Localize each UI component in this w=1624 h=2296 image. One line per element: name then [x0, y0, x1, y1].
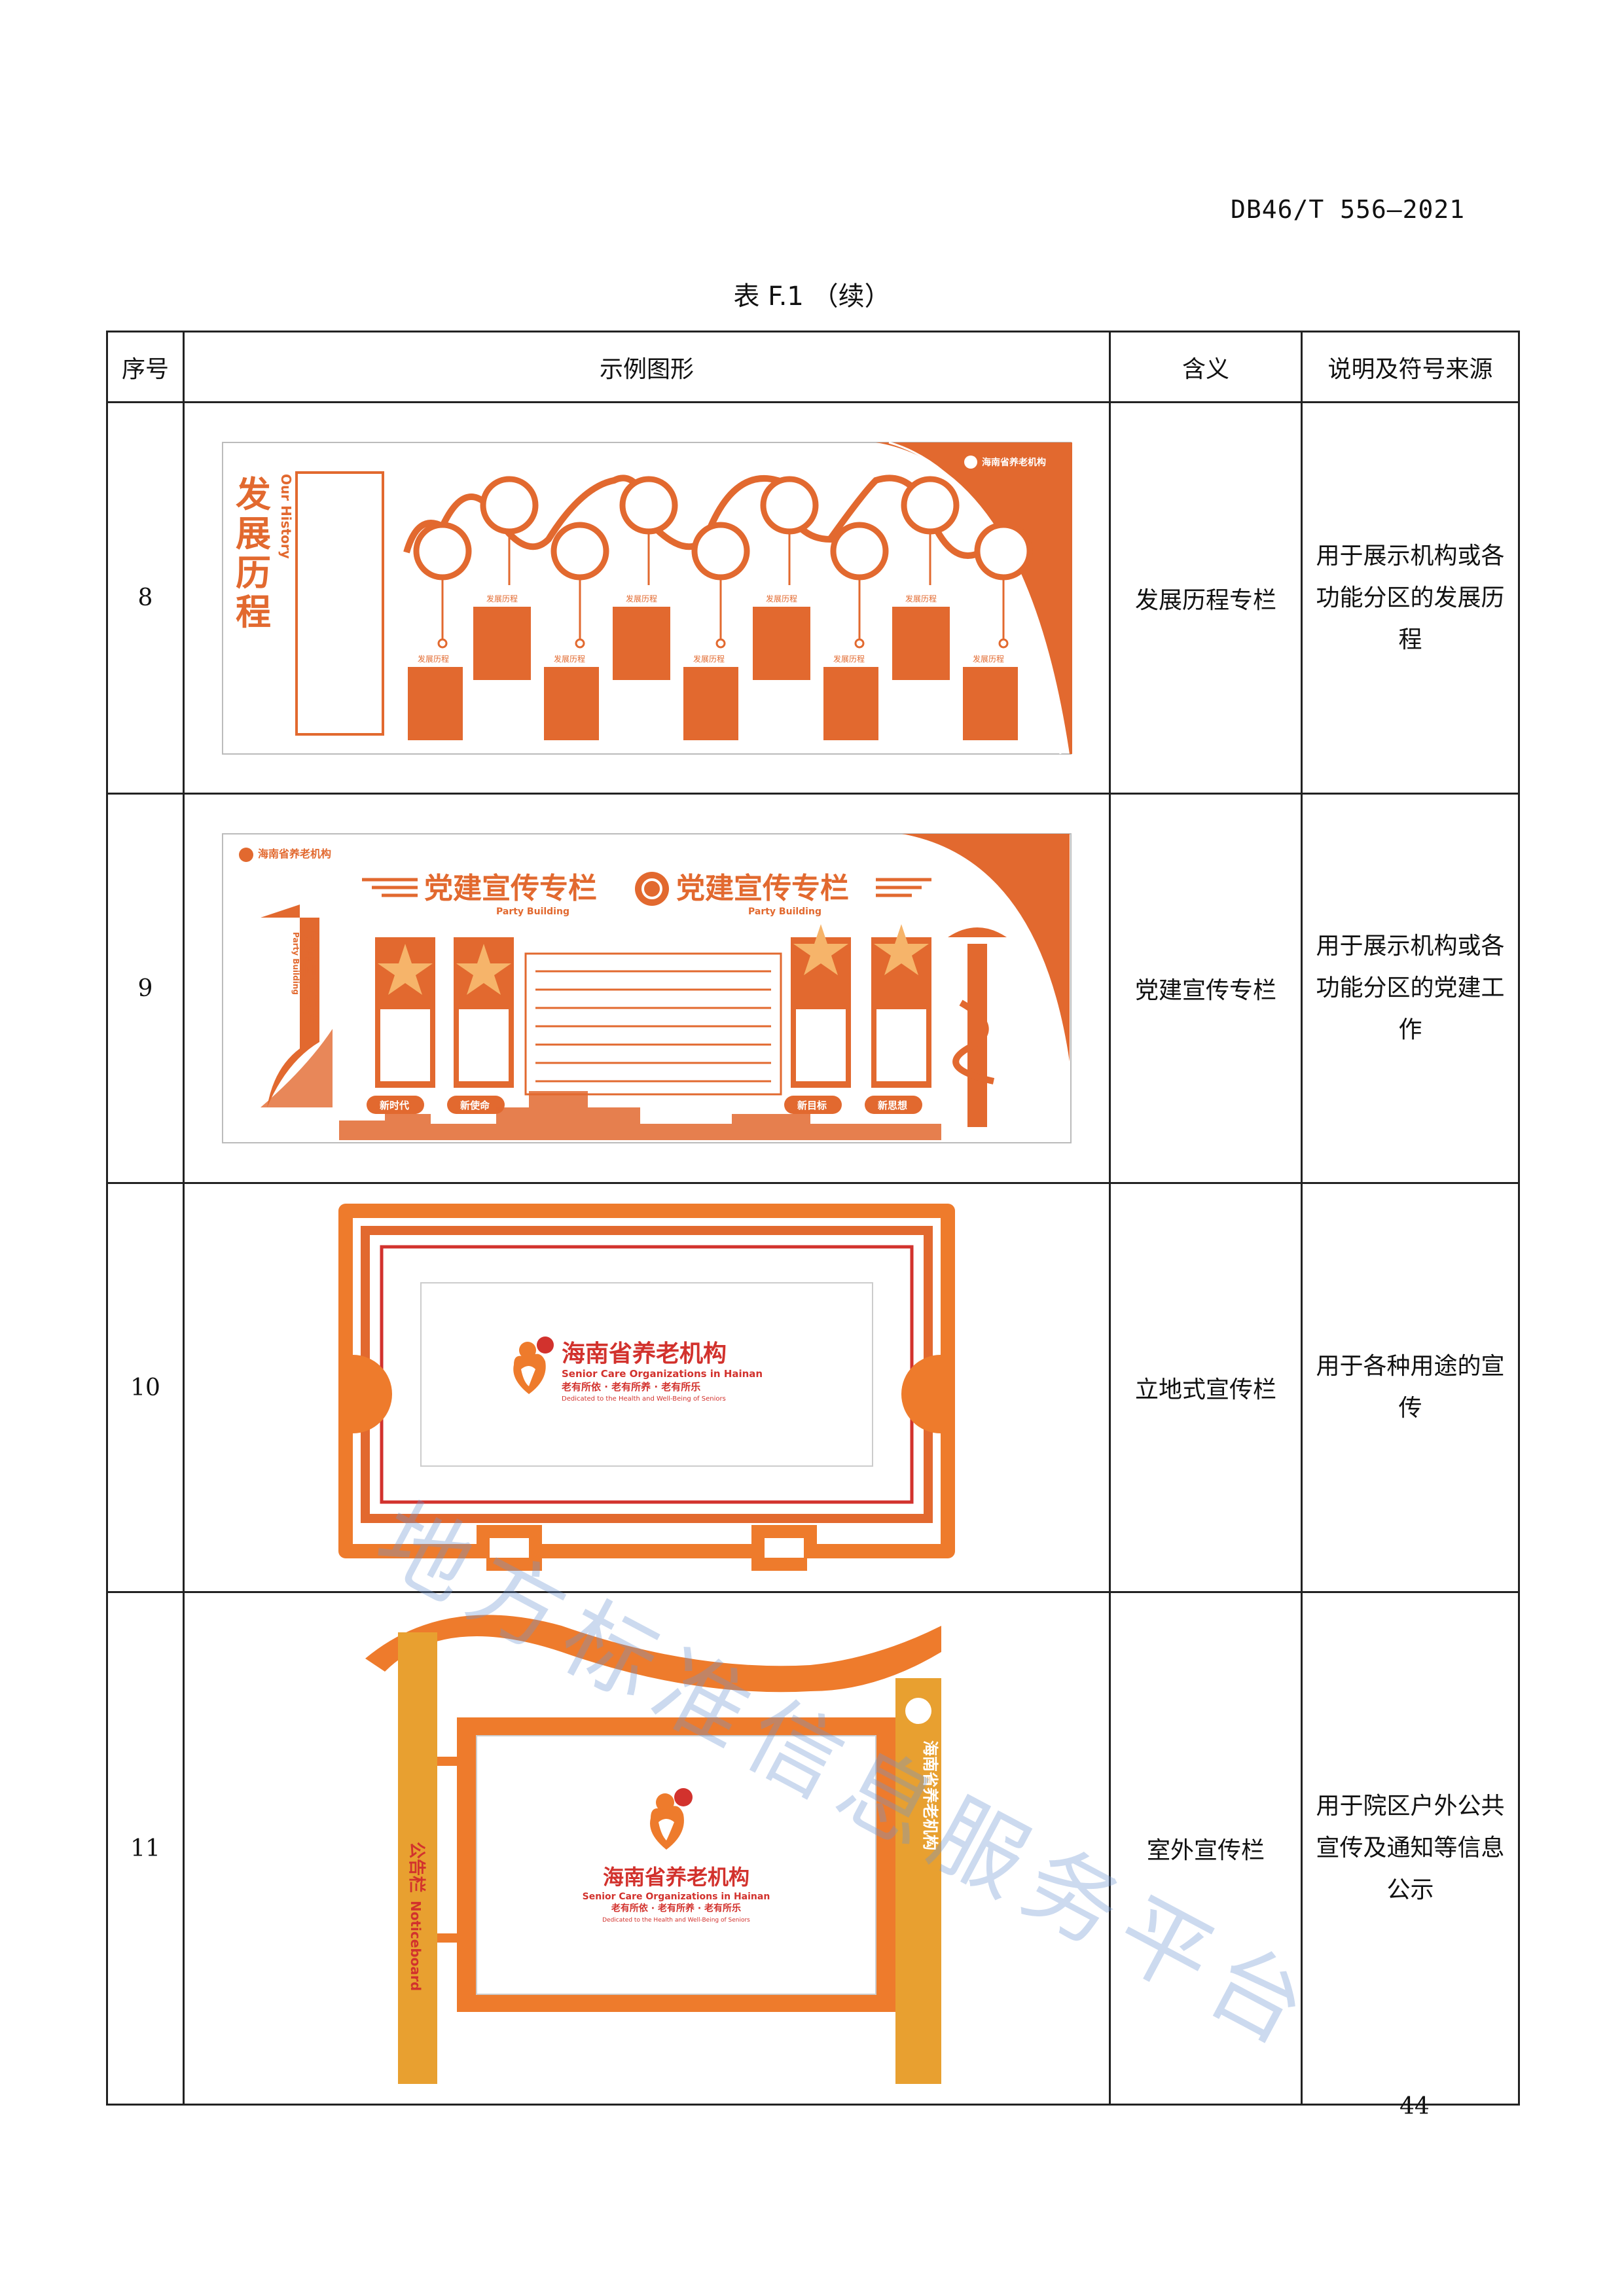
party-tag: 新目标: [797, 1100, 827, 1111]
symbol-table: 序号 示例图形 含义 说明及符号来源 8 发 展 历 程 Our History: [106, 331, 1520, 2106]
table-header-row: 序号 示例图形 含义 说明及符号来源: [106, 331, 1520, 403]
row-number: 11: [106, 1591, 185, 2106]
logo-slogan: 老有所依 · 老有所养 · 老有所乐: [561, 1381, 700, 1393]
document-code: DB46/T 556—2021: [1231, 195, 1466, 224]
vertical-title-char: 程: [236, 592, 271, 633]
row-number: 9: [106, 793, 185, 1184]
logo-title: 海南省养老机构: [603, 1865, 749, 1890]
row-meaning: 党建宣传专栏: [1109, 793, 1303, 1184]
row-description: 用于院区户外公共宣传及通知等信息公示: [1301, 1591, 1520, 2106]
logo-tagline: Dedicated to the Health and Well-Being o…: [602, 1917, 750, 1924]
table-title: 表 F.1 （续）: [733, 281, 891, 312]
vertical-english: Party Building: [291, 932, 300, 995]
history-label: 发展历程: [905, 594, 937, 603]
noticeboard-english: Noticeboard: [408, 1901, 424, 1991]
banner-english: Party Building: [748, 906, 821, 917]
history-label: 发展历程: [554, 654, 585, 664]
vertical-title: 党建宣传专栏: [301, 931, 319, 1025]
right-post-title: 海南省养老机构: [921, 1740, 939, 1850]
party-tag: 新时代: [380, 1100, 409, 1111]
row-description: 用于各种用途的宣传: [1301, 1182, 1520, 1593]
figure-cell: 海南省养老机构 党建宣传专栏 Party Building 党建宣传专栏 Par…: [183, 793, 1111, 1184]
standing-board-figure: 海南省养老机构 Senior Care Organizations in Hai…: [338, 1204, 955, 1571]
vertical-title-char: 展: [236, 513, 271, 554]
party-board-figure: 海南省养老机构 党建宣传专栏 Party Building 党建宣传专栏 Par…: [222, 833, 1072, 1143]
figure-cell: 海南省养老机构 Senior Care Organizations in Hai…: [183, 1182, 1111, 1593]
logo-text: 海南省养老机构: [982, 457, 1046, 468]
logo-slogan: 老有所依 · 老有所养 · 老有所乐: [611, 1903, 741, 1914]
history-label: 发展历程: [693, 654, 725, 664]
logo-heart-icon: [239, 848, 253, 862]
vertical-title-char: 发: [236, 474, 271, 515]
figure-cell: 发 展 历 程 Our History: [183, 401, 1111, 795]
logo-heart-icon: [905, 1698, 931, 1724]
row-description: 用于展示机构或各功能分区的党建工作: [1301, 793, 1520, 1184]
banner-title: 党建宣传专栏: [676, 872, 849, 905]
table-row: 11 海南省养老机构 Senior Care Organizations in …: [106, 1591, 1520, 2106]
logo-tagline: Dedicated to the Health and Well-Being o…: [562, 1395, 726, 1403]
outdoor-board-figure: 海南省养老机构 Senior Care Organizations in Hai…: [365, 1615, 941, 2084]
history-label: 发展历程: [973, 654, 1004, 664]
row-meaning: 立地式宣传栏: [1109, 1182, 1303, 1593]
col-header-description: 说明及符号来源: [1301, 331, 1520, 403]
logo-text: 海南省养老机构: [258, 848, 331, 860]
history-board-figure: 发 展 历 程 Our History: [222, 441, 1072, 755]
banner-title: 党建宣传专栏: [424, 872, 597, 905]
title-english: Our History: [278, 474, 294, 559]
row-meaning: 室外宣传栏: [1109, 1591, 1303, 2106]
party-tag: 新使命: [460, 1100, 490, 1111]
figure-cell: 海南省养老机构 Senior Care Organizations in Hai…: [183, 1591, 1111, 2106]
care-org-logo-icon: [513, 1336, 554, 1394]
row-number: 8: [106, 401, 185, 795]
logo-english: Senior Care Organizations in Hainan: [583, 1892, 770, 1902]
logo-title: 海南省养老机构: [562, 1340, 727, 1367]
vertical-title-char: 历: [236, 552, 271, 594]
row-meaning: 发展历程专栏: [1109, 401, 1303, 795]
col-header-figure: 示例图形: [183, 331, 1111, 403]
history-label: 发展历程: [766, 594, 797, 603]
history-label: 发展历程: [486, 594, 518, 603]
care-org-logo-icon: [650, 1788, 693, 1850]
col-header-number: 序号: [106, 331, 185, 403]
history-label: 发展历程: [626, 594, 657, 603]
noticeboard-title: 公告栏: [406, 1842, 426, 1893]
logo-heart-icon: [964, 455, 977, 469]
page-number: 44: [1399, 2093, 1430, 2120]
history-label: 发展历程: [418, 654, 449, 664]
row-description: 用于展示机构或各功能分区的发展历程: [1301, 401, 1520, 795]
table-row: 10 海南省养老机构 Senior Ca: [106, 1182, 1520, 1593]
table-row: 8 发 展 历 程 Our History: [106, 401, 1520, 795]
row-number: 10: [106, 1182, 185, 1593]
logo-english: Senior Care Organizations in Hainan: [562, 1368, 763, 1380]
banner-english: Party Building: [496, 906, 569, 917]
party-emblem-icon: [635, 872, 669, 906]
history-label: 发展历程: [833, 654, 865, 664]
col-header-meaning: 含义: [1109, 331, 1303, 403]
party-tag: 新思想: [878, 1100, 907, 1111]
table-row: 9 海南省养老机构 党建宣传专栏 Party Building 党建宣传专栏 P…: [106, 793, 1520, 1184]
